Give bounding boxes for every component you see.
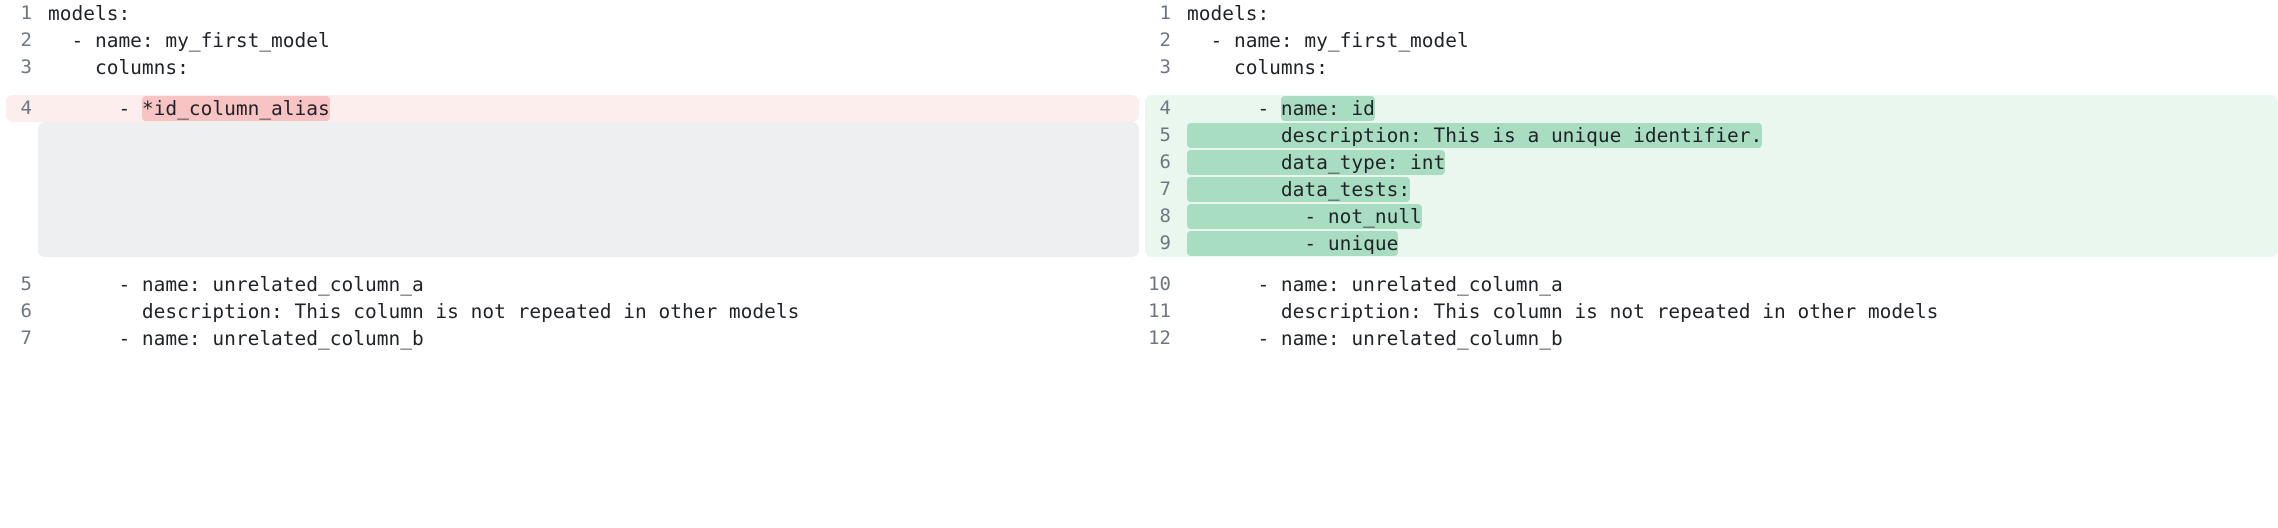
code-line: 2 - name: my_first_model bbox=[6, 27, 1139, 54]
code-line: 12 - name: unrelated_column_b bbox=[1145, 325, 2278, 352]
code-line-added: 4 - name: id bbox=[1145, 95, 2278, 122]
line-number: 4 bbox=[1159, 97, 1171, 119]
code-line-added: 7 data_tests: bbox=[1145, 176, 2278, 203]
line-content: - name: unrelated_column_b bbox=[1187, 327, 1563, 350]
code-line: 3 columns: bbox=[6, 54, 1139, 81]
added-token: data_type: int bbox=[1187, 150, 1446, 175]
addition-hunk: 4 - name: id 5 description: This is a un… bbox=[1145, 95, 2278, 257]
line-number: 3 bbox=[20, 56, 32, 78]
line-content: description: This is a unique identifier… bbox=[1171, 122, 2278, 149]
diff-pane-before: 1 models: 2 - name: my_first_model 3 col… bbox=[6, 0, 1139, 352]
line-number: 7 bbox=[1159, 178, 1171, 200]
code-line: 1 models: bbox=[6, 0, 1139, 27]
hunk-gap bbox=[1145, 257, 2278, 271]
code-line-deleted: 4 - *id_column_alias bbox=[6, 95, 1139, 122]
line-content: description: This column is not repeated… bbox=[1187, 300, 1939, 323]
line-number: 3 bbox=[1159, 56, 1171, 78]
line-content: - name: unrelated_column_b bbox=[48, 327, 424, 350]
line-number: 5 bbox=[1159, 124, 1171, 146]
line-number: 9 bbox=[1159, 232, 1171, 254]
line-content: - name: unrelated_column_a bbox=[48, 273, 424, 296]
code-line-added: 9 - unique bbox=[1145, 230, 2278, 257]
line-content: data_type: int bbox=[1171, 149, 2278, 176]
line-content: data_tests: bbox=[1171, 176, 2278, 203]
line-number: 12 bbox=[1148, 327, 1171, 349]
code-line: 2 - name: my_first_model bbox=[1145, 27, 2278, 54]
added-token: description: This is a unique identifier… bbox=[1187, 123, 1763, 148]
added-token: - unique bbox=[1187, 231, 1399, 256]
line-number: 6 bbox=[20, 300, 32, 322]
line-content: - name: my_first_model bbox=[1187, 29, 1469, 52]
line-number: 10 bbox=[1148, 273, 1171, 295]
code-line: 3 columns: bbox=[1145, 54, 2278, 81]
line-number: 8 bbox=[1159, 205, 1171, 227]
absent-lines-placeholder bbox=[38, 122, 1139, 257]
line-number: 5 bbox=[20, 273, 32, 295]
added-token: - not_null bbox=[1187, 204, 1422, 229]
code-line: 11 description: This column is not repea… bbox=[1145, 298, 2278, 325]
line-content: columns: bbox=[1187, 56, 1328, 79]
line-content: models: bbox=[48, 2, 131, 25]
line-number: 2 bbox=[20, 29, 32, 51]
line-content: - name: unrelated_column_a bbox=[1187, 273, 1563, 296]
hunk-gap bbox=[6, 81, 1139, 95]
code-line-added: 6 data_type: int bbox=[1145, 149, 2278, 176]
line-content: - name: my_first_model bbox=[48, 29, 330, 52]
line-content: - unique bbox=[1171, 230, 2278, 257]
line-number: 4 bbox=[20, 97, 32, 119]
diff-pane-after: 1 models: 2 - name: my_first_model 3 col… bbox=[1139, 0, 2278, 528]
code-line: 6 description: This column is not repeat… bbox=[6, 298, 1139, 325]
line-content: models: bbox=[1187, 2, 1270, 25]
line-number: 1 bbox=[1159, 2, 1171, 24]
code-line: 5 - name: unrelated_column_a bbox=[6, 271, 1139, 298]
code-line: 10 - name: unrelated_column_a bbox=[1145, 271, 2278, 298]
line-number: 2 bbox=[1159, 29, 1171, 51]
line-number: 6 bbox=[1159, 151, 1171, 173]
deleted-token: *id_column_alias bbox=[141, 96, 330, 121]
line-number: 11 bbox=[1148, 300, 1171, 322]
line-number: 1 bbox=[20, 2, 32, 24]
code-line-added: 8 - not_null bbox=[1145, 203, 2278, 230]
line-content: - name: id bbox=[1187, 96, 1375, 121]
deletion-hunk: 4 - *id_column_alias bbox=[6, 95, 1139, 122]
added-token: data_tests: bbox=[1187, 177, 1411, 202]
line-content: - *id_column_alias bbox=[48, 96, 330, 121]
line-content: description: This column is not repeated… bbox=[48, 300, 800, 323]
code-line: 1 models: bbox=[1145, 0, 2278, 27]
line-number: 7 bbox=[20, 327, 32, 349]
line-content: columns: bbox=[48, 56, 189, 79]
hunk-gap bbox=[6, 257, 1139, 271]
code-line-added: 5 description: This is a unique identifi… bbox=[1145, 122, 2278, 149]
hunk-gap bbox=[1145, 81, 2278, 95]
added-token: name: id bbox=[1280, 96, 1375, 121]
code-line: 7 - name: unrelated_column_b bbox=[6, 325, 1139, 352]
line-content: - not_null bbox=[1171, 203, 2278, 230]
